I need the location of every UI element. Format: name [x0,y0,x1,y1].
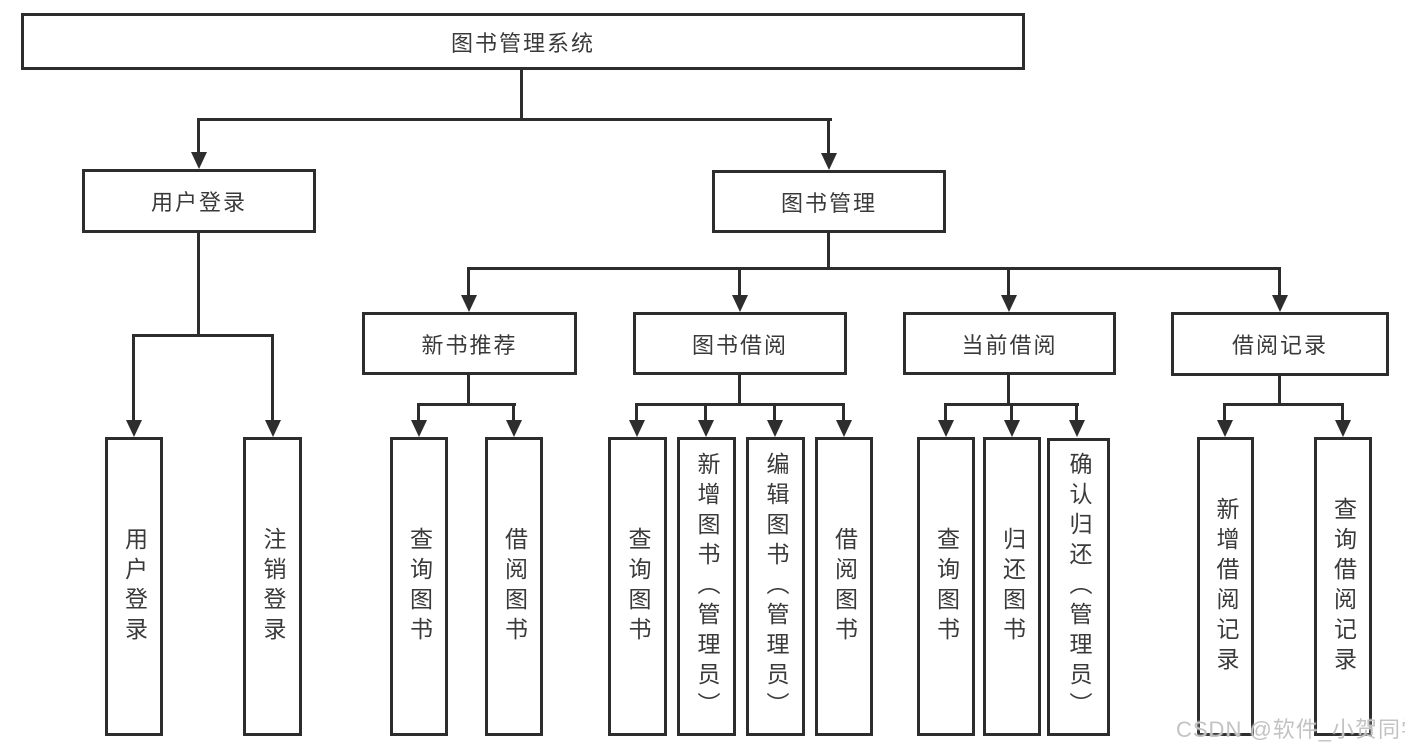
connector-borrow-record-stem [1278,376,1281,406]
arrowhead-down-icon [821,153,837,170]
leaf-newbook-borrow: 借阅图书 [485,437,543,736]
arrowhead-down-icon [836,420,852,437]
connector-drop-bb-edit [773,403,776,421]
csdn-watermark: CSDN @软件_小贺同学 [1176,717,1405,742]
connector-current-borrow-stem [1007,375,1010,406]
leaf-record-query-label: 查询借阅记录 [1330,496,1357,677]
arrowhead-down-icon [767,420,783,437]
leaf-newbook-borrow-label: 借阅图书 [501,526,528,647]
node-book-borrow: 图书借阅 [633,312,847,375]
node-new-book: 新书推荐 [362,312,577,375]
connector-drop-bb-query [635,403,638,421]
leaf-newbook-query-label: 查询图书 [406,526,433,647]
node-borrow-record-label: 借阅记录 [1231,333,1328,358]
node-root-library-system: 图书管理系统 [21,13,1025,70]
leaf-record-add: 新增借阅记录 [1197,437,1254,736]
connector-drop-bb-borrow [842,403,845,421]
arrowhead-down-icon [126,420,142,437]
leaf-record-add-label: 新增借阅记录 [1213,496,1239,677]
node-user-login: 用户登录 [82,169,316,233]
node-user-login-label: 用户登录 [150,190,247,215]
node-borrow-record: 借阅记录 [1171,312,1389,376]
leaf-current-confirm-label: 确认归还（管理员） [1066,452,1092,722]
arrowhead-down-icon [1001,295,1017,312]
node-root-label: 图书管理系统 [450,30,595,56]
connector-book-borrow-stem [738,375,741,406]
node-book-borrow-label: 图书借阅 [691,332,788,358]
leaf-bookborrow-query-label: 查询图书 [625,526,651,647]
leaf-current-confirm: 确认归还（管理员） [1047,438,1110,736]
arrowhead-down-icon [461,295,477,312]
connector-borrow-record-rail [1224,403,1344,406]
connector-drop-new-book [467,267,470,295]
connector-drop-cb-confirm [1075,403,1078,421]
arrowhead-down-icon [629,420,645,437]
leaf-bookborrow-query: 查询图书 [608,437,667,736]
node-current-borrow-label: 当前借阅 [961,332,1058,358]
leaf-user-login: 用户登录 [105,437,163,736]
connector-new-book-rail [418,403,516,406]
connector-drop-cb-query [944,403,947,421]
connector-drop-borrow-record [1278,267,1281,295]
connector-drop-current-borrow [1007,267,1010,295]
arrowhead-down-icon [938,420,954,437]
leaf-record-query: 查询借阅记录 [1314,437,1372,736]
leaf-current-query-label: 查询图书 [933,526,960,647]
connector-drop-nb-borrow [512,403,515,421]
arrowhead-down-icon [265,420,281,437]
arrowhead-down-icon [191,152,207,169]
arrowhead-down-icon [1272,295,1288,312]
connector-drop-br-add [1223,403,1226,421]
connector-drop-leaf-login [132,334,135,421]
leaf-newbook-query: 查询图书 [390,437,448,736]
connector-drop-cb-return [1010,403,1013,421]
leaf-user-login-label: 用户登录 [121,526,148,647]
connector-drop-leaf-logout [271,334,274,421]
leaf-current-return: 归还图书 [983,437,1041,736]
node-new-book-label: 新书推荐 [421,332,518,358]
connector-new-book-stem [467,375,470,406]
leaf-bookborrow-add: 新增图书（管理员） [677,437,736,736]
leaf-bookborrow-edit: 编辑图书（管理员） [746,437,805,736]
leaf-current-return-label: 归还图书 [999,526,1026,647]
leaf-bookborrow-borrow-label: 借阅图书 [831,526,858,647]
arrowhead-down-icon [1217,420,1233,437]
arrowhead-down-icon [1069,420,1085,437]
connector-drop-nb-query [417,403,420,421]
leaf-logout: 注销登录 [243,437,302,736]
connector-drop-br-query [1341,403,1344,421]
node-book-mgmt: 图书管理 [712,170,946,233]
arrowhead-down-icon [698,420,714,437]
connector-user-login-rail [133,334,274,337]
arrowhead-down-icon [1004,420,1020,437]
leaf-bookborrow-add-label: 新增图书（管理员） [694,451,720,722]
leaf-current-query: 查询图书 [917,437,975,736]
leaf-bookborrow-edit-label: 编辑图书（管理员） [763,451,789,722]
leaf-bookborrow-borrow: 借阅图书 [815,437,873,736]
connector-book-mgmt-stem [827,233,830,270]
arrowhead-down-icon [732,295,748,312]
leaf-logout-label: 注销登录 [260,526,286,647]
node-book-mgmt-label: 图书管理 [780,190,877,216]
arrowhead-down-icon [411,420,427,437]
arrowhead-down-icon [1335,420,1351,437]
connector-drop-user-login [197,118,200,153]
connector-user-login-stem [197,233,200,337]
connector-drop-bb-add [704,403,707,421]
node-current-borrow: 当前借阅 [903,312,1116,375]
arrowhead-down-icon [506,420,522,437]
connector-book-borrow-rail [636,403,845,406]
connector-drop-book-mgmt [827,118,830,154]
connector-drop-book-borrow [738,267,741,295]
connector-book-mgmt-rail [468,267,1281,270]
connector-root-rail [197,118,832,121]
connector-root-stem [520,69,523,121]
